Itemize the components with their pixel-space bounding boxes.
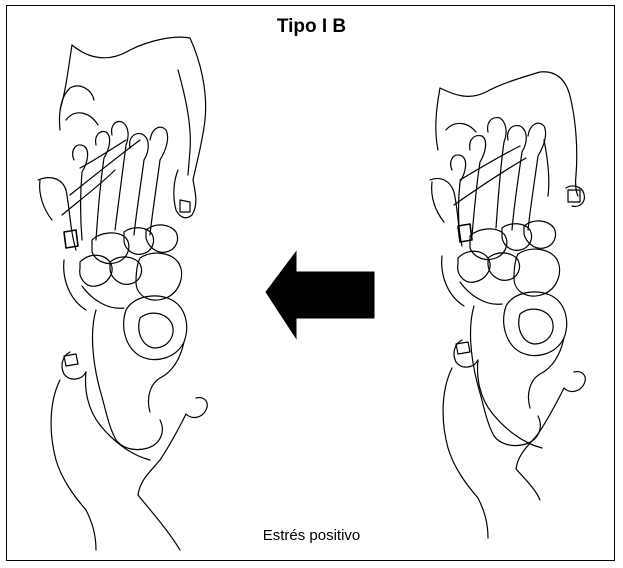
figure-caption: Estrés positivo: [0, 527, 623, 544]
right-foot-drawing: [430, 72, 585, 538]
right-upper-hand: [436, 72, 585, 207]
left-lower-hand: [51, 352, 207, 550]
left-phalanx-marker: [64, 230, 78, 248]
right-calcaneus: [471, 306, 564, 446]
left-talus: [124, 296, 187, 360]
right-lower-hand: [443, 340, 585, 538]
left-calcaneus: [93, 310, 184, 450]
right-talus: [504, 292, 567, 356]
direction-arrow: [266, 252, 374, 338]
right-metatarsals: [430, 118, 546, 246]
left-foot-drawing: [38, 37, 207, 550]
